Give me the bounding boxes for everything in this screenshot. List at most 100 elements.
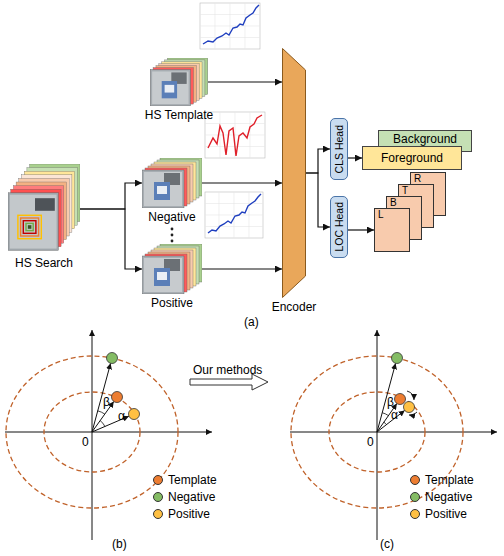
embedding-plot <box>290 330 497 540</box>
spectral-curve <box>205 112 265 158</box>
embedding-plot <box>112 392 123 403</box>
node-label: Encoder <box>272 301 317 313</box>
text-label: 0 <box>367 436 374 448</box>
image-stack: Negative <box>142 158 202 208</box>
text-label: (a) <box>244 316 259 328</box>
ellipsis-dots <box>171 240 174 243</box>
legend-swatch <box>410 492 420 502</box>
embedding-plot <box>100 421 105 427</box>
image-stack-art <box>142 158 202 208</box>
method-arrow <box>190 374 268 390</box>
image-stack: HS Template <box>150 58 208 106</box>
legend-text: Negative <box>168 491 215 503</box>
embedding-plot <box>107 353 118 364</box>
image-stack-art <box>150 58 208 106</box>
node-label: Positive <box>151 297 193 309</box>
text-label: Our methods <box>193 364 262 376</box>
node-label: CLS Head <box>334 125 345 173</box>
legend-swatch <box>153 509 163 519</box>
legend-swatch <box>410 475 420 485</box>
node-label: T <box>402 186 408 196</box>
image-stack-art <box>8 58 208 294</box>
output-box: Foreground <box>362 146 462 170</box>
legend-entry: Positive <box>153 508 210 520</box>
connector-arrow <box>348 157 362 158</box>
embedding-plot <box>5 330 212 540</box>
connector-arrow <box>306 173 330 227</box>
spectral-curve <box>205 112 265 158</box>
legend-entry: Negative <box>410 491 472 503</box>
node-label: B <box>390 198 397 208</box>
text-label: β <box>103 396 110 408</box>
text-label: 0 <box>82 436 89 448</box>
connector-arrow <box>202 268 282 269</box>
legend-entry: Negative <box>153 491 215 503</box>
spectral-curve <box>205 192 263 238</box>
spectral-curve <box>208 194 261 233</box>
legend-swatch <box>153 475 163 485</box>
image-stack-art <box>8 164 80 250</box>
embedding-plot <box>392 353 403 364</box>
legend-swatch <box>153 492 163 502</box>
node-label: R <box>414 174 421 184</box>
encoder-trapezoid: Encoder <box>282 48 306 298</box>
ellipsis-dots <box>171 228 174 231</box>
embedding-plot <box>92 330 93 540</box>
node-label: L <box>378 210 384 220</box>
legend-entry: Template <box>410 474 474 486</box>
text-label: α <box>391 409 398 421</box>
legend-swatch <box>410 509 420 519</box>
embedding-plot <box>409 412 417 415</box>
node-label: HS Search <box>15 257 73 269</box>
output-map: L <box>374 208 410 252</box>
embedding-plot <box>290 432 497 433</box>
spectral-curve <box>205 112 265 158</box>
encoder-shape <box>282 48 306 298</box>
embedding-plot <box>377 410 405 432</box>
embedding-plot <box>395 394 406 405</box>
legend-text: Positive <box>168 508 210 520</box>
spectral-curve <box>200 3 260 49</box>
head-box: LOC Head <box>330 196 348 258</box>
text-label: (c) <box>380 538 394 550</box>
legend-text: Template <box>168 474 217 486</box>
embedding-plot <box>404 402 415 413</box>
image-stack: Positive <box>142 244 202 294</box>
spectral-curve <box>200 3 260 49</box>
embedding-plot <box>129 409 140 420</box>
node-label: HS Template <box>145 109 213 121</box>
ellipsis-dots <box>171 228 174 243</box>
spectral-curve <box>203 5 259 44</box>
embedding-plot <box>98 411 105 414</box>
text-label: (b) <box>112 538 127 550</box>
spectral-curve <box>205 192 263 238</box>
legend-entry: Template <box>153 474 217 486</box>
embedding-plot <box>329 392 425 472</box>
connector-arrow <box>80 209 142 269</box>
legend-text: Negative <box>425 491 472 503</box>
node-label: LOC Head <box>334 202 345 252</box>
embedding-plot <box>384 422 387 424</box>
node-label: Negative <box>148 211 195 223</box>
encoder-shape <box>283 49 306 298</box>
node-label: Foreground <box>381 152 443 164</box>
embedding-plot <box>407 391 414 400</box>
spectral-curve <box>200 3 260 49</box>
legend-text: Template <box>425 474 474 486</box>
spectral-curve <box>208 115 262 156</box>
embedding-plot <box>5 432 212 433</box>
method-arrow <box>190 374 268 390</box>
ellipsis-dots <box>171 234 174 237</box>
image-stack-art <box>142 244 202 294</box>
image-stack: HS Search <box>8 164 80 254</box>
embedding-plot <box>377 363 396 432</box>
connector-arrow <box>306 149 330 173</box>
node-label: Background <box>393 133 457 145</box>
head-box: CLS Head <box>330 118 348 180</box>
connector-arrow <box>80 183 142 209</box>
spectral-curve <box>205 192 263 238</box>
connector-arrow <box>202 182 282 183</box>
